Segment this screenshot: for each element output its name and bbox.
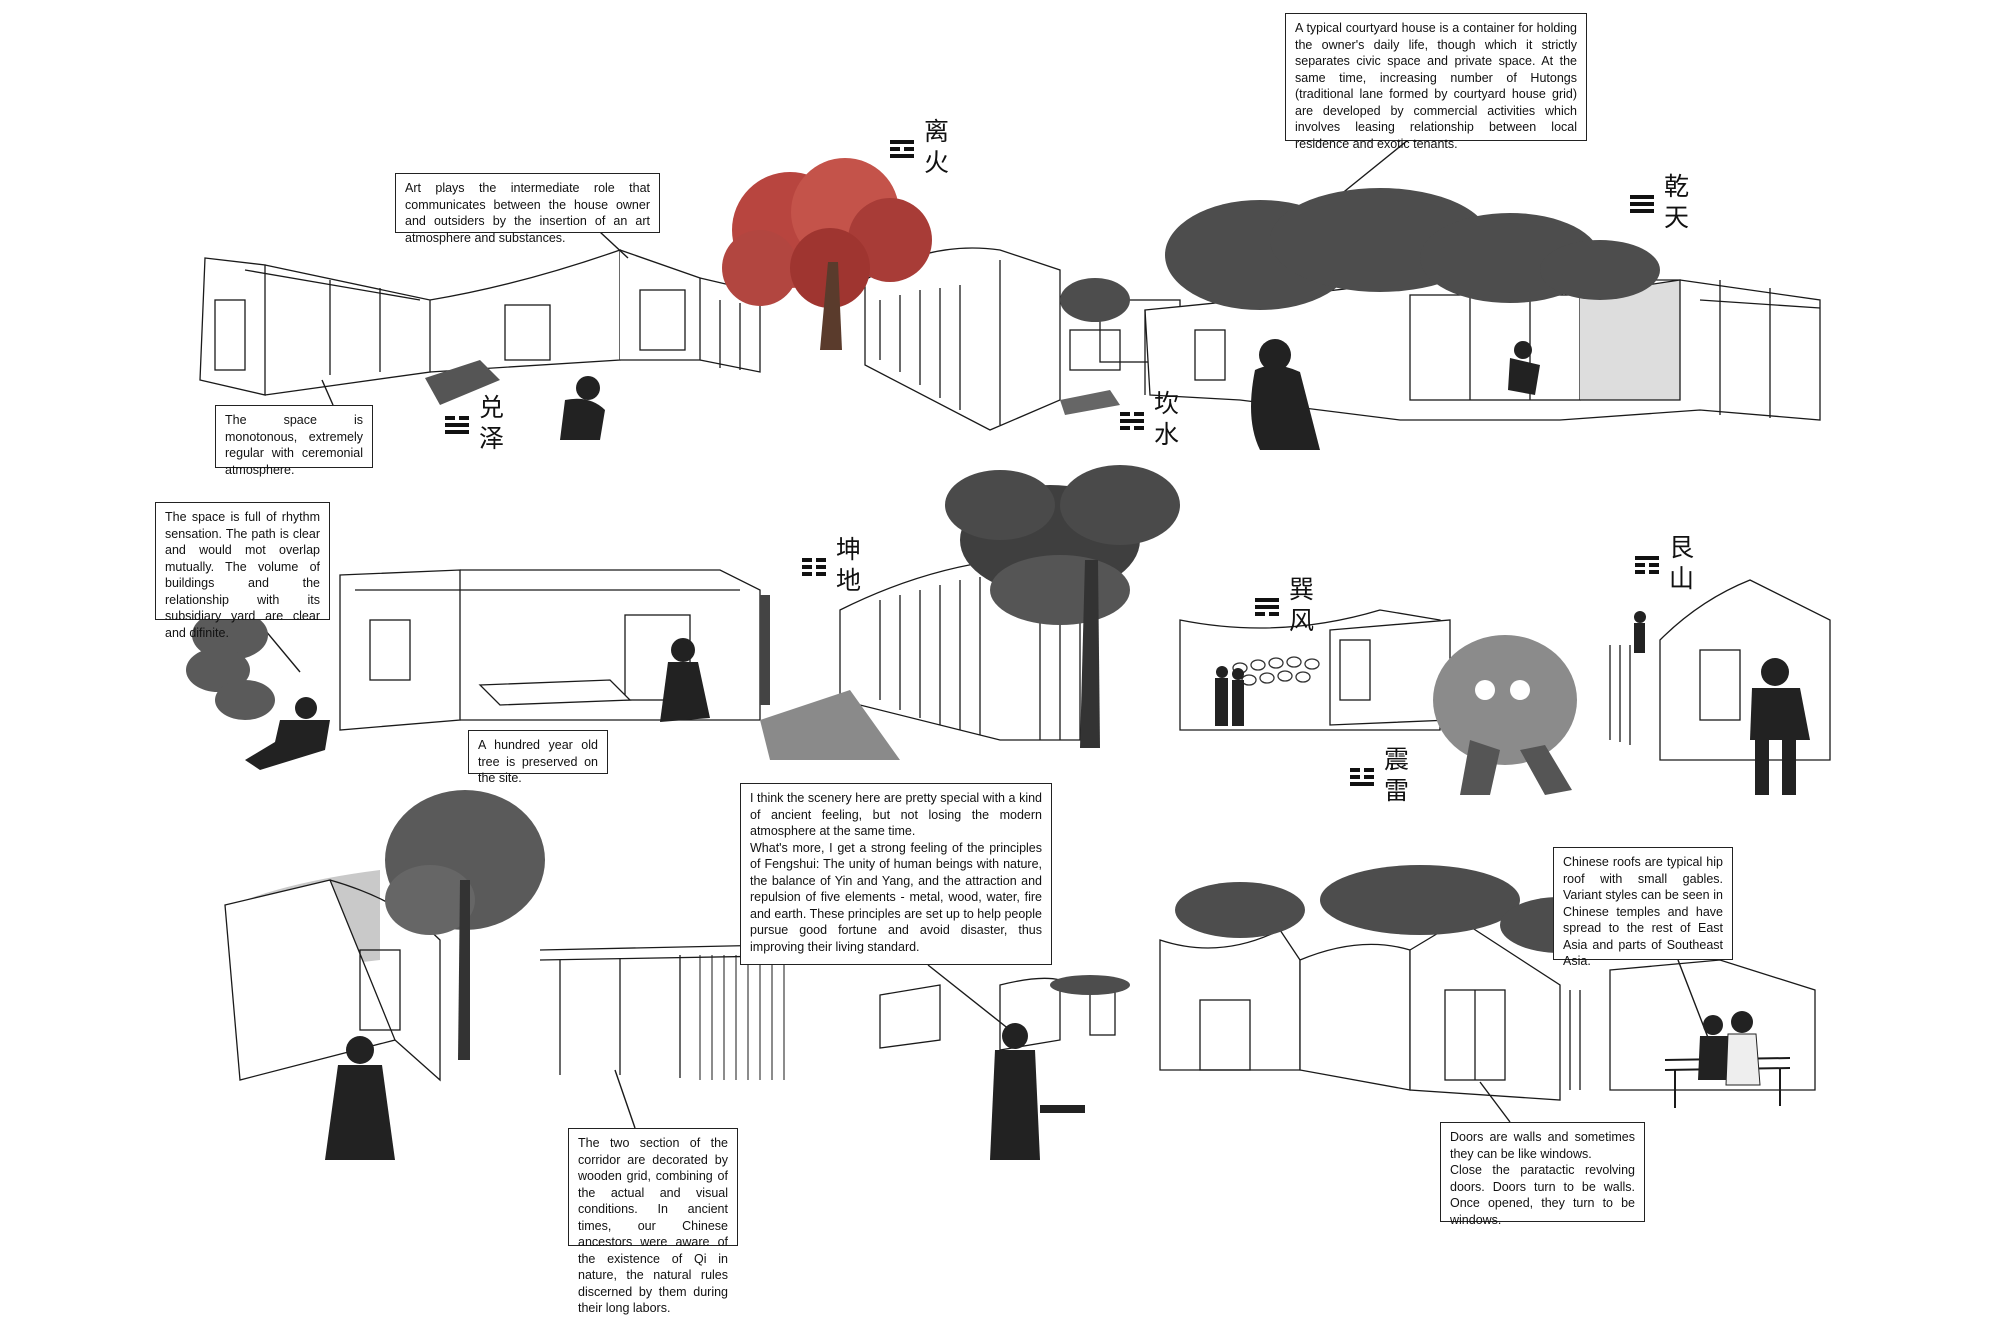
trigram-line-solid: [1120, 419, 1144, 423]
trigram-line-broken: [459, 416, 469, 420]
trigram-line-broken: [1134, 426, 1144, 430]
trigram-line-broken: [1350, 768, 1360, 772]
trigram-line-broken: [1635, 563, 1645, 567]
trigram-line-broken: [816, 558, 826, 562]
callout-corridor: The two section of the corridor are deco…: [568, 1128, 738, 1246]
trigram-line-broken: [904, 147, 914, 151]
courtyard-collage: A typical courtyard house is a container…: [0, 0, 2000, 1250]
trigram-kan-label: 坎 水: [1154, 388, 1188, 450]
trigram-line-broken: [1364, 768, 1374, 772]
trigram-line-broken: [816, 572, 826, 576]
trigram-line-broken: [802, 572, 812, 576]
callout-courtyard-house: A typical courtyard house is a container…: [1285, 13, 1587, 141]
trigram-line-broken: [1134, 412, 1144, 416]
trigram-line-broken: [1255, 612, 1265, 616]
trigram-dui-label: 兑 泽: [479, 392, 513, 454]
trigram-line-broken: [1120, 426, 1130, 430]
callout-scenery: I think the scenery here are pretty spec…: [740, 783, 1052, 965]
trigram-line-solid: [1350, 782, 1374, 786]
callout-art-role: Art plays the intermediate role that com…: [395, 173, 660, 233]
trigram-line-broken: [1364, 775, 1374, 779]
lion-dance-costume: [1433, 635, 1577, 795]
trigram-line-broken: [816, 565, 826, 569]
trigram-line-solid: [1630, 202, 1654, 206]
trigram-xun-label: 巽 风: [1289, 574, 1323, 636]
trigram-gen-label: 艮 山: [1669, 532, 1703, 594]
trigram-line-broken: [1649, 563, 1659, 567]
trigram-line-broken: [445, 416, 455, 420]
callout-monotonous: The space is monotonous, extremely regul…: [215, 405, 373, 468]
trigram-line-solid: [890, 140, 914, 144]
trigram-line-solid: [1255, 598, 1279, 602]
trigram-kun-label: 坤 地: [836, 534, 870, 596]
callout-rhythm: The space is full of rhythm sensation. T…: [155, 502, 330, 620]
trigram-line-solid: [890, 154, 914, 158]
trigram-line-broken: [890, 147, 900, 151]
trigram-line-solid: [1630, 195, 1654, 199]
trigram-zhen-label: 震 雷: [1384, 744, 1418, 806]
tree-row3: [385, 790, 545, 1060]
walking-figure: [1634, 611, 1646, 653]
trigram-line-solid: [1255, 605, 1279, 609]
trigram-line-broken: [1635, 570, 1645, 574]
trigram-line-solid: [445, 430, 469, 434]
trigram-line-broken: [1269, 612, 1279, 616]
trigram-line-broken: [1120, 412, 1130, 416]
trigram-line-broken: [1649, 570, 1659, 574]
small-pool: [1060, 390, 1120, 415]
trigram-line-solid: [1635, 556, 1659, 560]
trigram-line-broken: [802, 565, 812, 569]
callout-roofs: Chinese roofs are typical hip roof with …: [1553, 847, 1733, 960]
callout-old-tree: A hundred year old tree is preserved on …: [468, 730, 608, 774]
illustration-layer: [0, 0, 2000, 1250]
trigram-line-broken: [1350, 775, 1360, 779]
trigram-line-solid: [1630, 209, 1654, 213]
trigram-qian-label: 乾 天: [1664, 171, 1698, 233]
trigram-line-solid: [445, 423, 469, 427]
trigram-line-broken: [802, 558, 812, 562]
callout-doors: Doors are walls and sometimes they can b…: [1440, 1122, 1645, 1222]
trigram-li-label: 离 火: [924, 116, 958, 178]
crouching-man: [560, 376, 605, 440]
